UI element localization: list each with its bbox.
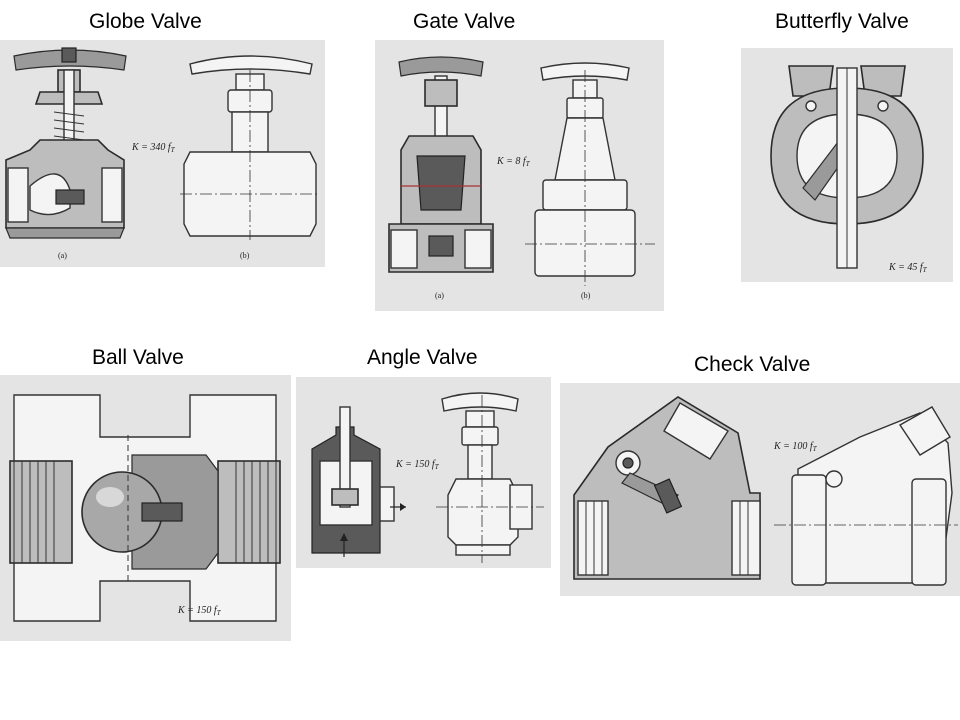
ball-valve-figure: K = 150 fT xyxy=(0,375,291,641)
check-valve-exterior-drawing xyxy=(774,406,958,586)
butterfly-valve-figure: K = 45 fT xyxy=(741,48,953,282)
globe-fig-a-label: (a) xyxy=(58,251,67,260)
angle-valve-figure: K = 150 fT xyxy=(296,377,551,568)
globe-fig-b-label: (b) xyxy=(240,251,250,260)
angle-valve-exterior-drawing xyxy=(436,392,544,563)
angle-valve-section-drawing xyxy=(311,406,406,557)
ball-valve-title: Ball Valve xyxy=(92,346,184,369)
butterfly-valve-drawing xyxy=(770,65,924,269)
butterfly-k-factor: K = 45 fT xyxy=(888,262,928,274)
gate-k-factor: K = 8 fT xyxy=(496,156,531,168)
globe-k-factor: K = 340 fT xyxy=(131,142,176,154)
gate-valve-title: Gate Valve xyxy=(413,10,516,33)
globe-valve-figure: (a) (b) K = 340 fT xyxy=(0,40,325,267)
check-valve-title: Check Valve xyxy=(694,353,811,376)
gate-valve-exterior-drawing: (b) xyxy=(525,62,655,300)
globe-valve-section-drawing: (a) xyxy=(5,47,127,260)
gate-fig-b-label: (b) xyxy=(581,291,591,300)
check-k-factor: K = 100 fT xyxy=(773,441,818,453)
ball-valve-drawing xyxy=(9,394,281,622)
gate-fig-a-label: (a) xyxy=(435,291,444,300)
gate-valve-figure: (a) (b) K = 8 fT xyxy=(375,40,664,311)
angle-valve-title: Angle Valve xyxy=(367,346,478,369)
check-valve-section-drawing xyxy=(573,396,761,580)
butterfly-valve-title: Butterfly Valve xyxy=(775,10,909,33)
globe-valve-exterior-drawing: (b) xyxy=(180,55,320,260)
globe-valve-title: Globe Valve xyxy=(89,10,202,33)
gate-valve-section-drawing: (a) xyxy=(388,56,494,300)
check-valve-figure: K = 100 fT xyxy=(560,383,960,596)
ball-k-factor: K = 150 fT xyxy=(177,605,222,617)
angle-k-factor: K = 150 fT xyxy=(395,459,440,471)
